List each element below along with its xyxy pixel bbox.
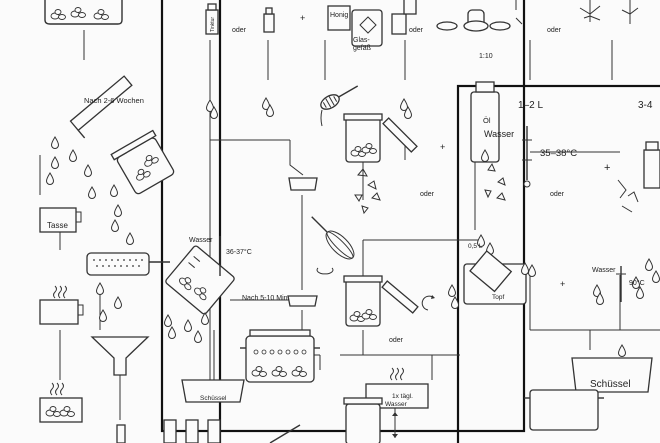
label-topf: Topf	[492, 294, 504, 301]
label-wasser-far: Wasser	[592, 267, 616, 274]
frame-right	[456, 84, 660, 443]
left-column	[39, 0, 175, 443]
label-tinktur: Tinktur	[210, 17, 216, 32]
middle-column: + +	[163, 0, 511, 443]
label-oder-right: oder	[550, 191, 565, 198]
label-oder-top3: oder	[547, 27, 562, 34]
svg-text:+: +	[440, 142, 445, 152]
label-oel: Öl	[483, 116, 491, 125]
label-schuessel-small: Schüssel	[200, 395, 227, 402]
label-temp-far: 90°C	[629, 279, 645, 287]
label-oder-mid: oder	[420, 191, 435, 198]
section-frames	[160, 0, 660, 443]
flow-lines	[39, 30, 660, 438]
label-tagl-2: Wasser	[385, 401, 408, 408]
label-wasser-right: Wasser	[484, 129, 514, 139]
labels: Nach 2-6 Wochen Tasse Wasser 36-37°C Nac…	[47, 12, 653, 408]
label-glas-1: Glas-	[353, 37, 370, 44]
label-honig: Honig	[330, 12, 348, 19]
label-half-liter: 0,5 L	[468, 243, 483, 250]
label-tasse: Tasse	[47, 221, 68, 230]
frame-middle	[160, 0, 526, 433]
svg-text:+: +	[560, 279, 565, 289]
svg-text:+: +	[300, 13, 305, 23]
label-volume: 1–2 L	[518, 100, 543, 111]
label-ratio: 1:10	[479, 53, 493, 60]
label-oder-low: oder	[389, 337, 404, 344]
label-oder-top1: oder	[232, 27, 247, 34]
label-temp-left: 36-37°C	[226, 248, 252, 256]
label-wasser-left: Wasser	[189, 237, 213, 244]
right-column: + +	[448, 0, 660, 431]
label-tagl-1: 1x tägl.	[392, 393, 413, 400]
label-schuessel-big: Schüssel	[590, 379, 631, 390]
label-nach-min: Nach 5-10 Min.	[242, 295, 290, 302]
label-glas-2: gefäß	[353, 45, 371, 52]
label-oder-top2: oder	[409, 27, 424, 34]
label-nach-wochen: Nach 2-6 Wochen	[84, 96, 144, 105]
label-temp-right: 35–38°C	[540, 148, 577, 159]
svg-text:+: +	[604, 162, 610, 174]
label-volume-right: 3-4	[638, 100, 653, 111]
